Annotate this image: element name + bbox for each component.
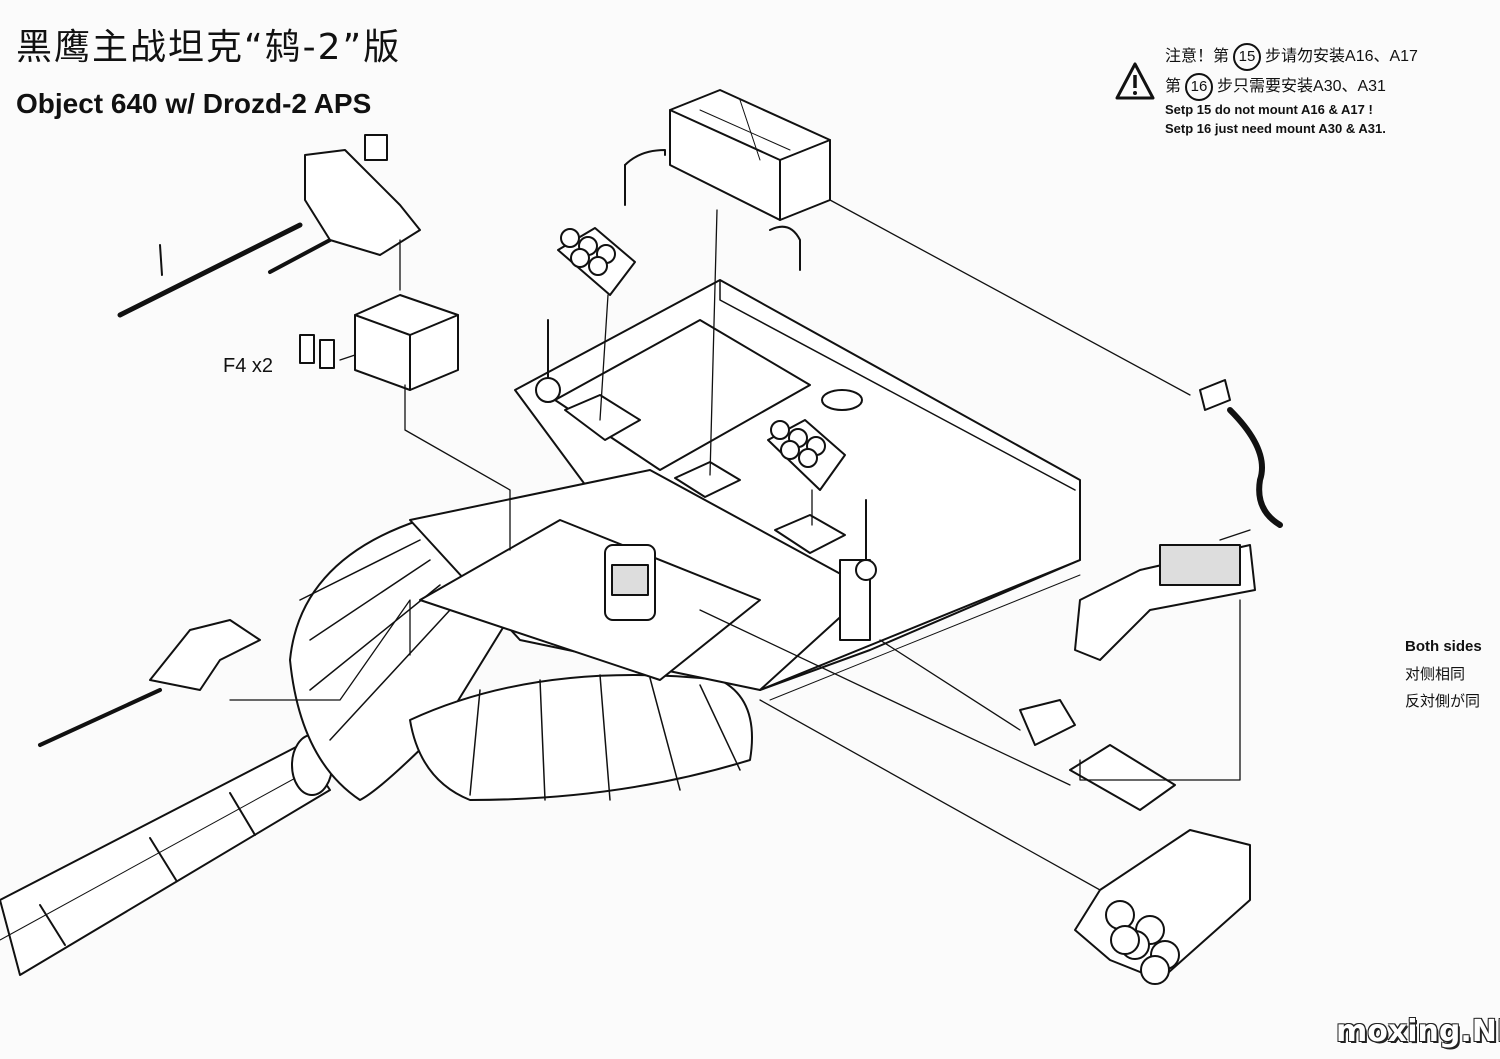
rear-stowage-box [624, 89, 831, 271]
drozd-launcher-top [557, 227, 636, 296]
drozd-launcher-mid [767, 419, 846, 491]
both-sides-chinese: 对侧相同 [1405, 666, 1466, 683]
note-line-1-suffix: 步请勿安装A16、A17 [1265, 48, 1418, 65]
warning-icon [1115, 62, 1155, 100]
part-label-f4: F4 x2 [223, 355, 274, 377]
watermark: moxing.NET [1336, 1014, 1500, 1049]
step-15-badge: 15 [1233, 42, 1262, 71]
small-bracket-parts [1019, 699, 1176, 811]
note-line-2-suffix: 步只需要安装A30、A31 [1217, 78, 1386, 95]
note-line-1-prefix: 注意！第 [1165, 48, 1230, 65]
commander-machine-gun [117, 134, 421, 318]
main-gun-barrel [0, 734, 333, 976]
note-line-2-prefix: 第 [1165, 78, 1182, 95]
sensor-module-left [38, 619, 261, 747]
assembly-leader-lines [229, 199, 1251, 891]
title-chinese: 黑鹰主战坦克“鸫-2”版 [16, 27, 402, 68]
drozd-launcher-large [1074, 829, 1251, 985]
step-16-badge: 16 [1185, 72, 1214, 101]
both-sides-english: Both sides [1405, 638, 1482, 655]
note-line-3: Setp 15 do not mount A16 & A17 ! [1165, 102, 1373, 117]
both-sides-note: Both sides 对侧相同 反対側が同 [1405, 638, 1482, 717]
note-line-4: Setp 16 just need mount A30 & A31. [1165, 121, 1386, 136]
title-english: Object 640 w/ Drozd-2 APS [16, 88, 372, 119]
mounting-plates [564, 394, 846, 554]
both-sides-japanese: 反対側が同 [1405, 693, 1481, 710]
antennas [535, 319, 877, 581]
side-launcher-module [1074, 379, 1283, 661]
machine-gun-mount [299, 294, 459, 391]
